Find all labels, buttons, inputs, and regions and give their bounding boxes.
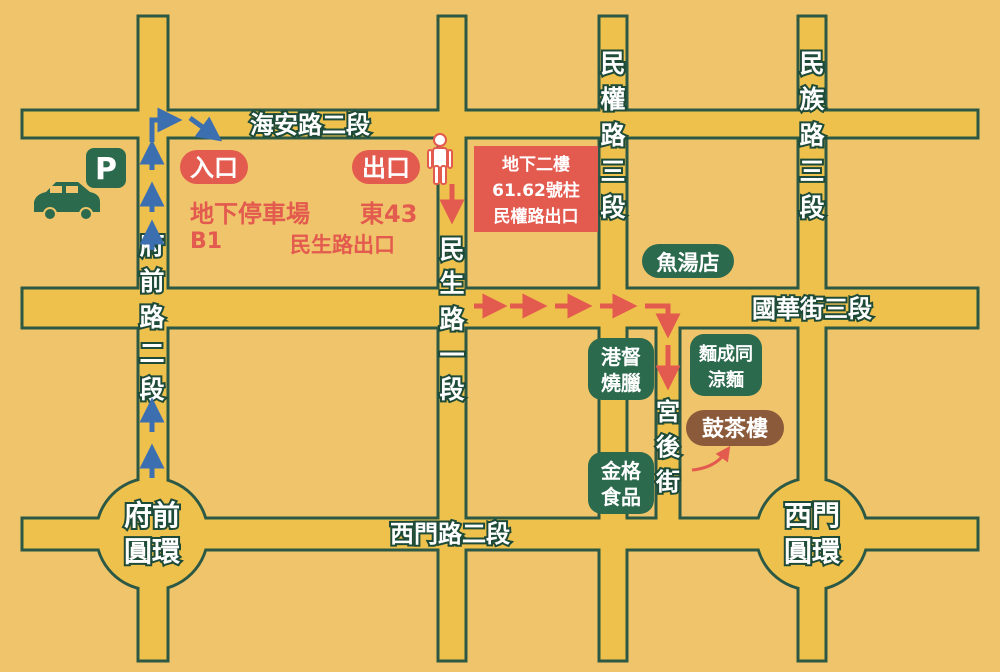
svg-text:二: 二 [139,339,164,368]
pedestrian-icon [427,133,453,185]
svg-text:段: 段 [600,193,625,222]
svg-text:三: 三 [600,157,625,186]
svg-text:一: 一 [439,341,464,370]
minsheng-road-label: 民 生 路 一 段 [437,233,467,406]
gangdu-bbq-shop [588,338,654,400]
svg-text:權: 權 [600,85,625,114]
svg-text:後: 後 [656,433,681,461]
svg-text:段: 段 [439,375,464,404]
cold-noodles-label: 涼麵 [708,369,744,391]
metro-info-box [474,146,598,232]
minzu-road-label: 民 族 路 三 段 [797,47,827,224]
svg-text:段: 段 [139,375,164,404]
svg-text:西門: 西門 [784,499,840,532]
jinge-food-label: 食品 [601,485,641,509]
parking-route [139,107,223,478]
teahouse-destination [686,410,784,446]
svg-text:宮: 宮 [656,398,680,426]
entrance-badge [180,150,248,184]
cold-noodles-label: 麵成同 [698,343,753,365]
gonghou-street-label: 宮 後 街 [653,396,683,498]
svg-text:街: 街 [655,468,680,496]
teahouse-label: 鼓茶樓 [702,417,768,442]
fuqian-roundabout-label: 府前 圓環 [122,497,183,570]
parking-level: B1 [190,229,222,254]
svg-text:圓環: 圓環 [124,535,181,568]
walking-route [439,184,731,472]
gangdu-bbq-label: 燒臘 [601,371,641,395]
svg-text:圓環: 圓環 [784,535,841,568]
svg-text:府前: 府前 [124,499,180,532]
metro-info-line: 地下二樓 [502,154,570,175]
jinge-food-shop [588,452,654,514]
svg-text:路: 路 [799,121,825,150]
minquan-road-label: 民 權 路 三 段 [598,47,628,224]
haian-road-label: 海安路二段 [250,111,370,139]
parking-lot-name: 地下停車場 [190,200,310,228]
svg-text:P: P [95,152,117,187]
svg-text:前: 前 [139,267,164,296]
fish-soup-shop-label: 魚湯店 [657,251,720,275]
entrance-badge-text: 入口 [190,154,238,182]
metro-info-line: 61.62號柱 [492,180,580,201]
gangdu-bbq-label: 港督 [601,345,641,369]
exit-badge [352,150,420,184]
svg-text:路: 路 [439,305,465,334]
ximen-road-label: 西門路二段 [390,520,510,548]
svg-text:生: 生 [439,269,464,298]
guohua-street-label: 國華街三段 [752,295,872,323]
fuqian-road-label: 府 前 路 二 段 [137,229,167,406]
svg-text:族: 族 [799,85,825,114]
fish-soup-shop [642,244,734,278]
exit-code: 東43 [360,200,417,228]
jinge-food-label: 金格 [600,459,642,483]
svg-text:民: 民 [799,49,824,78]
svg-text:三: 三 [799,157,824,186]
parking-icon: P [86,148,126,188]
svg-text:段: 段 [799,193,824,222]
cold-noodles-shop [690,334,762,396]
svg-text:路: 路 [600,121,626,150]
svg-text:路: 路 [139,303,165,332]
svg-text:民: 民 [439,235,464,264]
ximen-roundabout-label: 西門 圓環 [782,497,843,570]
exit-badge-text: 出口 [362,154,410,182]
exit-label: 民生路出口 [290,233,395,257]
svg-text:民: 民 [600,49,625,78]
metro-info-line: 民權路出口 [494,206,579,227]
car-icon [34,182,100,221]
